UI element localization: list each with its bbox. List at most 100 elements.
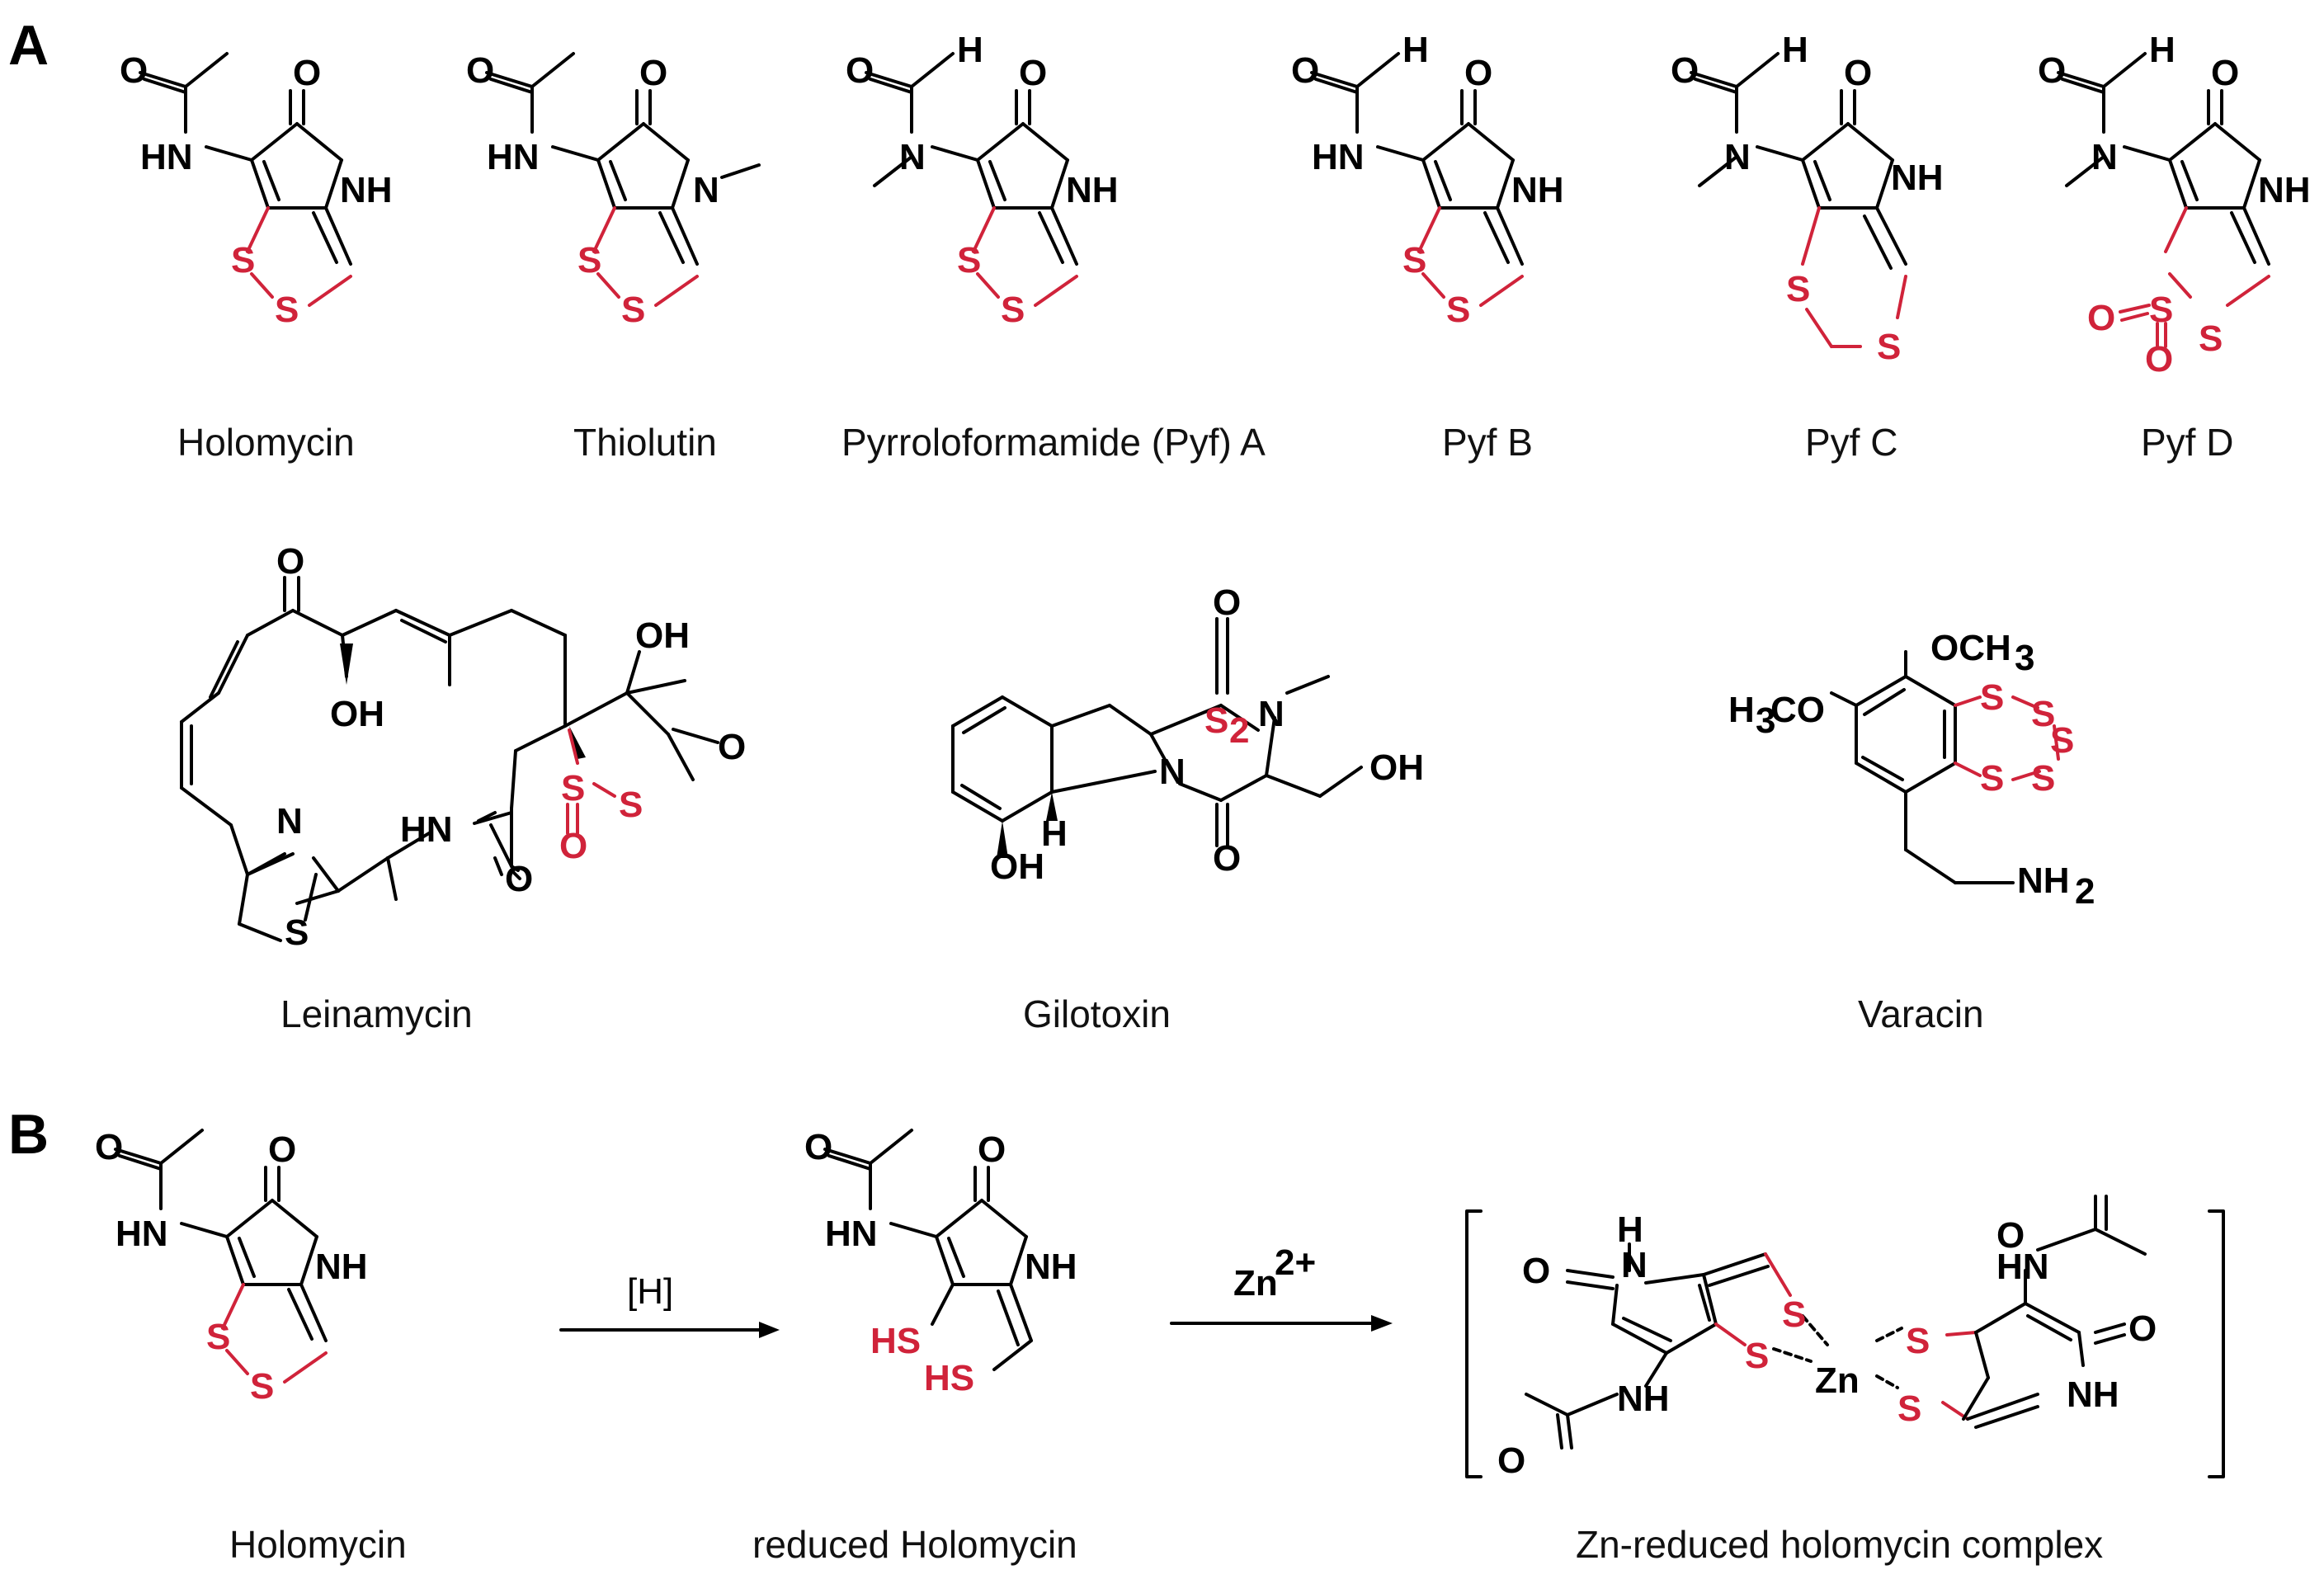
pyf-a-caption: Pyrroloformamide (Pyf) A	[841, 421, 1266, 464]
atom-o: O	[1019, 53, 1047, 93]
gilotoxin-caption: Gilotoxin	[1023, 992, 1171, 1035]
atom-s: S	[1745, 1336, 1769, 1376]
atom-n: N	[276, 801, 303, 842]
atom-n: N	[693, 170, 719, 210]
zn-complex-structure	[1465, 1195, 2225, 1478]
atom-s: S	[250, 1366, 274, 1407]
atom-n: N	[1258, 694, 1285, 734]
atom-hs: HS	[924, 1358, 974, 1398]
atom-h3co: H	[1728, 690, 1755, 730]
atom-o: O	[276, 541, 304, 582]
atom-s: S	[1980, 758, 2004, 799]
atom-o: O	[846, 50, 874, 91]
atom-s: S	[2149, 290, 2173, 330]
gilotoxin-structure	[951, 617, 1363, 858]
pyf-b-structure: O O H HN NH S S	[1291, 30, 1564, 330]
atom-s: S	[1001, 290, 1025, 330]
leinamycin-thiazole	[246, 832, 431, 905]
panel-a-label: A	[8, 14, 49, 77]
atom-s: S	[1402, 240, 1426, 280]
atom-s: S	[957, 240, 981, 280]
atom-h: H	[1782, 30, 1808, 70]
atom-o: O	[1844, 53, 1872, 93]
atom-hn: HN	[400, 809, 453, 850]
atom-s: S	[2199, 318, 2223, 359]
holomycin-structure: O O HN NH S S	[120, 50, 393, 330]
atom-o: O	[1213, 582, 1241, 623]
atom-oh: OH	[635, 615, 690, 656]
atom-nh: NH	[2067, 1374, 2119, 1415]
atom-s: S	[2031, 694, 2055, 734]
atom-nh: NH	[315, 1247, 368, 1287]
atom-o: O	[2211, 53, 2239, 93]
atom-o: O	[639, 53, 667, 93]
atom-n: N	[2091, 137, 2118, 177]
atom-h: H	[1402, 30, 1429, 70]
pyf-d-structure: O O H N NH S S O O	[2038, 30, 2311, 380]
atom-n: N	[1724, 137, 1751, 177]
atom-o: O	[505, 859, 533, 899]
holomycin-b-caption: Holomycin	[229, 1523, 407, 1566]
atom-s: S	[619, 785, 643, 825]
atom-n: N	[1159, 752, 1186, 792]
atom-h: H	[957, 30, 983, 70]
atom-h: H	[2149, 30, 2176, 70]
atom-o: O	[1213, 838, 1241, 879]
atom-s: S	[1897, 1388, 1921, 1429]
atom-s: S	[577, 240, 601, 280]
thiolutin-caption: Thiolutin	[573, 421, 717, 464]
atom-s: S	[285, 912, 309, 953]
atom-s: S	[275, 290, 299, 330]
atom-s: S	[231, 240, 255, 280]
atom-hs: HS	[870, 1321, 921, 1361]
atom-s2: S	[1204, 700, 1228, 741]
atom-o: O	[559, 826, 587, 866]
panel-b-label: B	[8, 1103, 49, 1166]
atom-oh: OH	[990, 846, 1044, 887]
atom-hn: HN	[1312, 137, 1365, 177]
atom-nh: NH	[1617, 1379, 1670, 1419]
reduced-holomycin-caption: reduced Holomycin	[752, 1523, 1077, 1566]
atom-s: S	[1446, 290, 1470, 330]
leinamycin-structure	[180, 576, 719, 942]
atom-s: S	[1786, 269, 1810, 309]
atom-nh: NH	[340, 170, 393, 210]
atom-nh: NH	[2258, 170, 2311, 210]
reaction-arrow-2	[1170, 1315, 1393, 1332]
atom-o: O	[1671, 50, 1699, 91]
pyf-c-caption: Pyf C	[1805, 421, 1897, 464]
reduced-holomycin-structure: O O HN NH HS HS	[804, 1127, 1077, 1398]
atom-oh: OH	[1369, 747, 1424, 788]
varacin-structure	[1830, 650, 2060, 884]
atom-nh: NH	[1511, 170, 1564, 210]
atom-o: O	[293, 53, 321, 93]
atom-o: O	[2128, 1308, 2157, 1349]
atom-hn: HN	[487, 137, 540, 177]
atom-hn: HN	[1996, 1247, 2049, 1287]
atom-s2-subscript: 2	[1229, 710, 1249, 751]
atom-h3co-subscript: 3	[1756, 700, 1775, 741]
atom-o: O	[1291, 50, 1319, 91]
atom-s: S	[206, 1317, 230, 1357]
atom-s: S	[1877, 327, 1901, 367]
atom-o: O	[978, 1129, 1006, 1170]
atom-o: O	[2145, 339, 2173, 380]
atom-s: S	[621, 290, 645, 330]
atom-s: S	[1782, 1294, 1806, 1335]
atom-oh: OH	[330, 694, 384, 734]
reaction-arrow-1	[559, 1322, 780, 1338]
holomycin-caption: Holomycin	[177, 421, 355, 464]
atom-nh: NH	[1025, 1247, 1077, 1287]
atom-hn: HN	[825, 1214, 878, 1254]
pyf-b-caption: Pyf B	[1442, 421, 1533, 464]
atom-o: O	[1522, 1251, 1550, 1291]
atom-n: N	[1621, 1245, 1648, 1285]
atom-o: O	[95, 1127, 123, 1167]
reagent-h: [H]	[627, 1271, 673, 1312]
atom-o: O	[1497, 1440, 1525, 1481]
atom-h: H	[1041, 813, 1068, 854]
atom-n: N	[899, 137, 926, 177]
leinamycin-caption: Leinamycin	[280, 992, 473, 1035]
reagent-zn-charge: 2+	[1275, 1242, 1316, 1283]
